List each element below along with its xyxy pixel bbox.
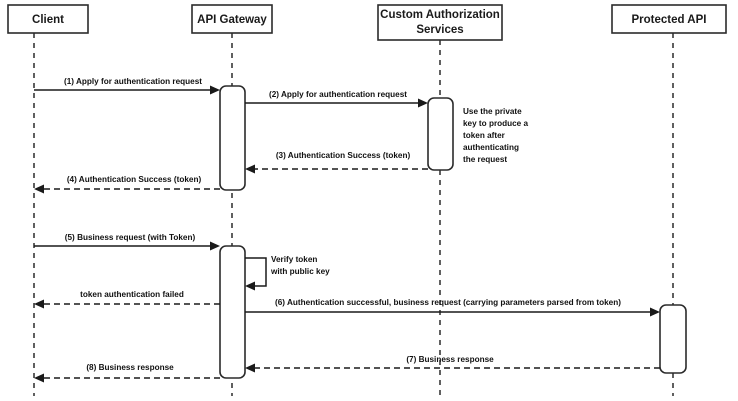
- lane-label-custom-auth-line1: Custom Authorization: [380, 9, 500, 21]
- note-private-key-line5: the request: [463, 155, 507, 164]
- message-label-7: (7) Business response: [406, 355, 494, 364]
- lane-label-custom-auth-line2: Services: [416, 24, 463, 36]
- message-label-4: (4) Authentication Success (token): [67, 175, 202, 184]
- lane-header-client[interactable]: [7, 4, 89, 34]
- lane-label-api-gateway: API Gateway: [197, 14, 267, 26]
- self-call-line-verify-token: [245, 257, 267, 287]
- lane-label-client: Client: [32, 14, 64, 26]
- message-arrowhead-6: [650, 307, 660, 317]
- message-arrowhead-3: [245, 164, 255, 174]
- note-private-key-line1: Use the private: [463, 107, 522, 116]
- message-arrowhead-7: [245, 363, 255, 373]
- lane-header-api-gateway[interactable]: [191, 4, 273, 34]
- activation-custom-auth: [427, 97, 454, 171]
- note-private-key-line2: key to produce a: [463, 119, 529, 128]
- activation-protected-api: [659, 304, 687, 374]
- message-label-8: (8) Business response: [86, 363, 174, 372]
- message-arrowhead-2: [418, 98, 428, 108]
- message-label-2: (2) Apply for authentication request: [269, 90, 407, 99]
- note-verify-token-line1: Verify token: [271, 255, 317, 264]
- lane-label-protected-api: Protected API: [632, 14, 707, 26]
- message-label-1: (1) Apply for authentication request: [64, 77, 202, 86]
- message-arrowhead-1: [210, 85, 220, 95]
- message-label-6: (6) Authentication successful, business …: [275, 298, 621, 307]
- lane-header-protected-api[interactable]: [611, 4, 727, 34]
- message-arrowhead-4: [34, 184, 44, 194]
- self-call-arrowhead-verify-token: [245, 281, 255, 291]
- lane-header-custom-auth[interactable]: [377, 4, 503, 41]
- message-label-token-failed: token authentication failed: [80, 290, 184, 299]
- activation-api-gateway-auth: [219, 85, 246, 191]
- message-arrowhead-8: [34, 373, 44, 383]
- note-private-key-line3: token after: [463, 131, 506, 140]
- note-verify-token-line2: with public key: [270, 267, 330, 276]
- message-label-5: (5) Business request (with Token): [65, 233, 196, 242]
- message-arrowhead-token-failed: [34, 299, 44, 309]
- message-arrowhead-5: [210, 241, 220, 251]
- message-label-3: (3) Authentication Success (token): [276, 151, 411, 160]
- note-private-key-line4: authenticating: [463, 143, 519, 152]
- activation-api-gateway-business: [219, 245, 246, 379]
